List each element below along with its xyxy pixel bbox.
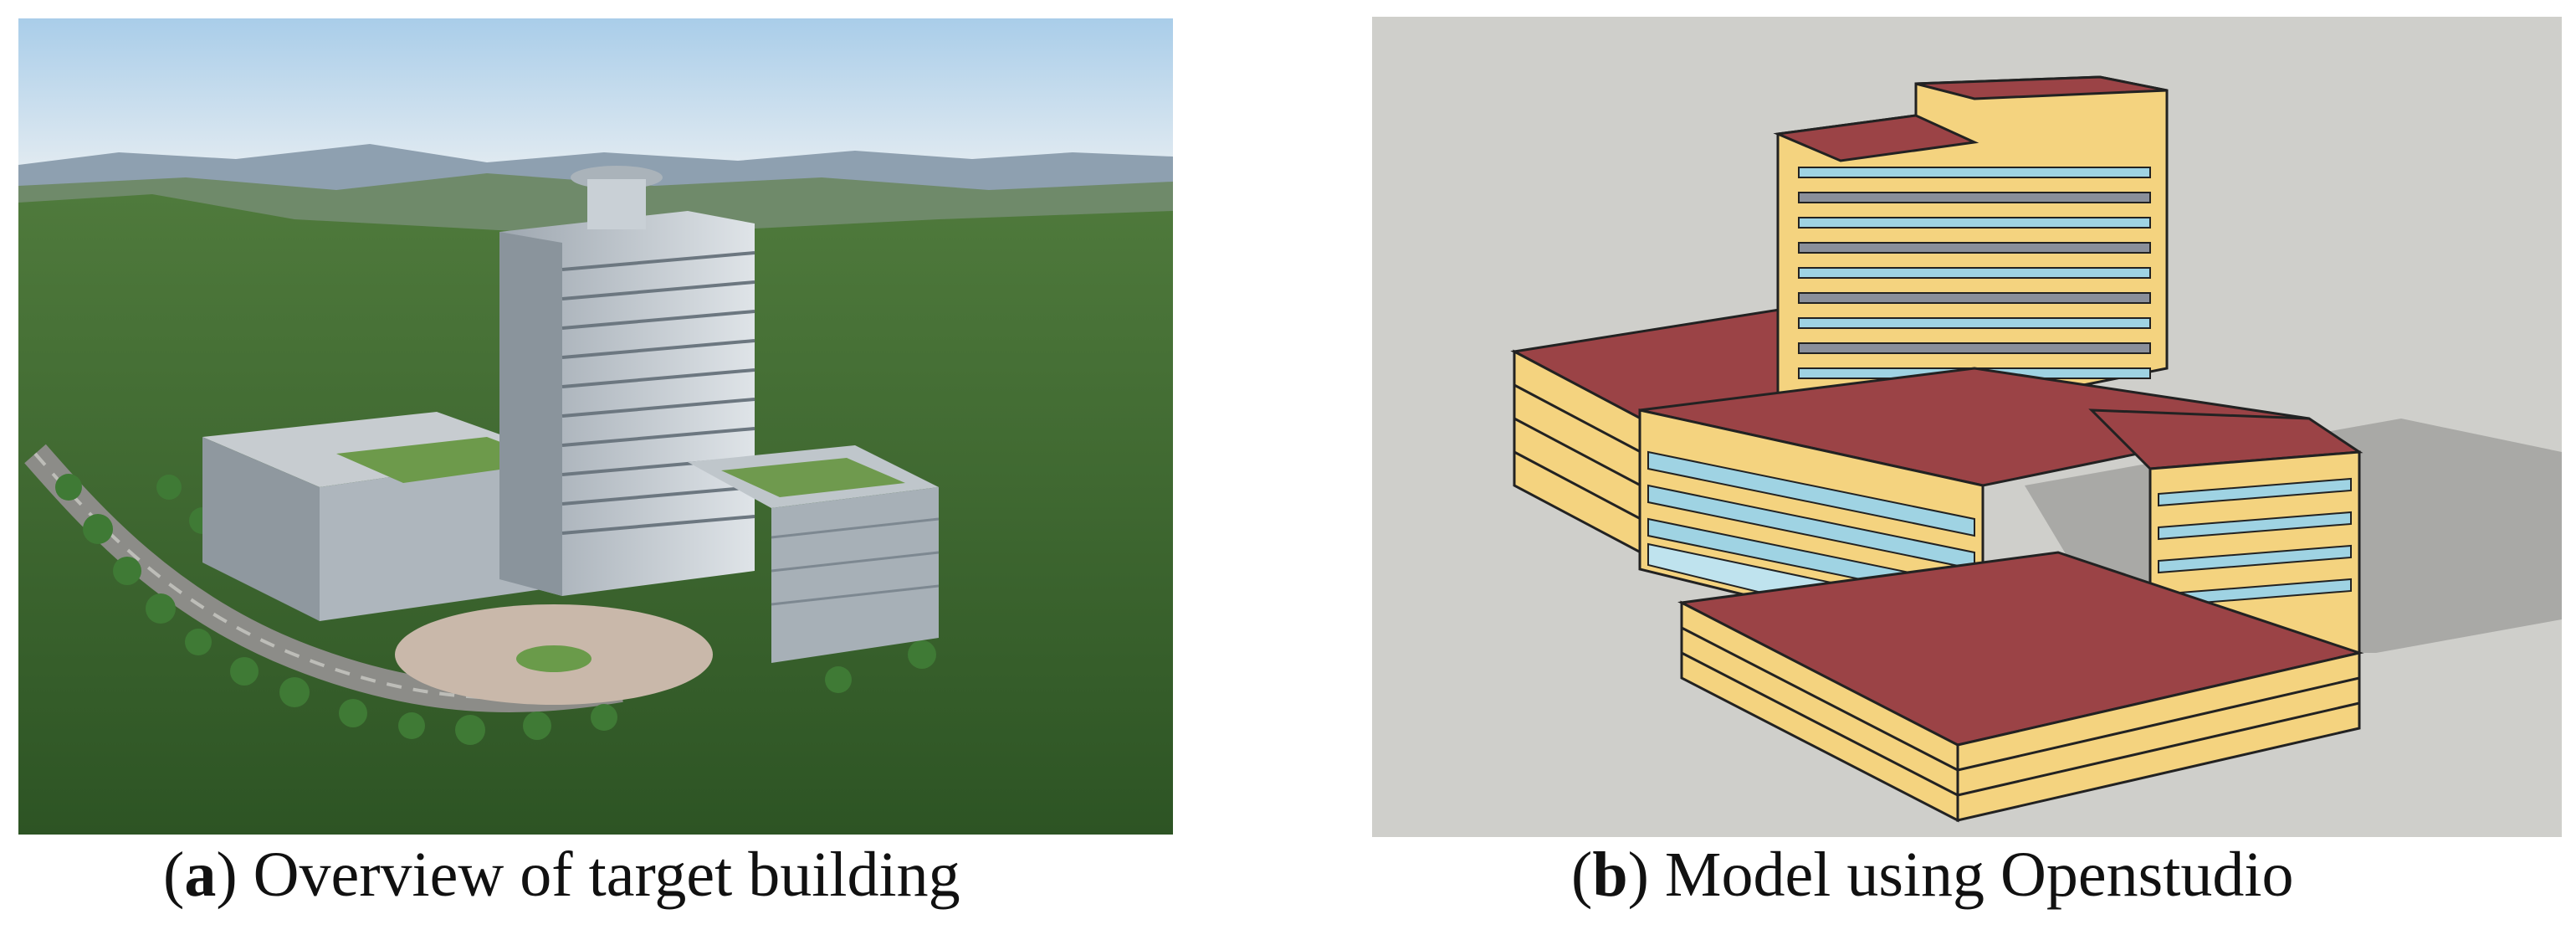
trees (55, 474, 936, 745)
tower-roof-high (1915, 75, 2168, 100)
tower (499, 211, 755, 596)
caption-b-text: Model using Openstudio (1664, 840, 2294, 910)
tower-roof-low (1773, 114, 1979, 162)
right-wing-wall (771, 487, 939, 663)
tower-floors (561, 251, 755, 535)
caption-a-text: Overview of target building (253, 840, 960, 910)
openstudio-model (1372, 17, 2562, 837)
caption-b-label: b (1592, 840, 1628, 910)
caption-b: (b) Model using Openstudio (1571, 840, 2294, 910)
openstudio-model-illustration (1510, 75, 2562, 823)
caption-a: (a) Overview of target building (163, 840, 960, 910)
building-photo (18, 18, 1173, 835)
podium-wall (320, 454, 554, 621)
caption-a-label: a (184, 840, 217, 910)
building-photo-illustration (18, 18, 1173, 835)
tower-windows (1798, 167, 2151, 379)
